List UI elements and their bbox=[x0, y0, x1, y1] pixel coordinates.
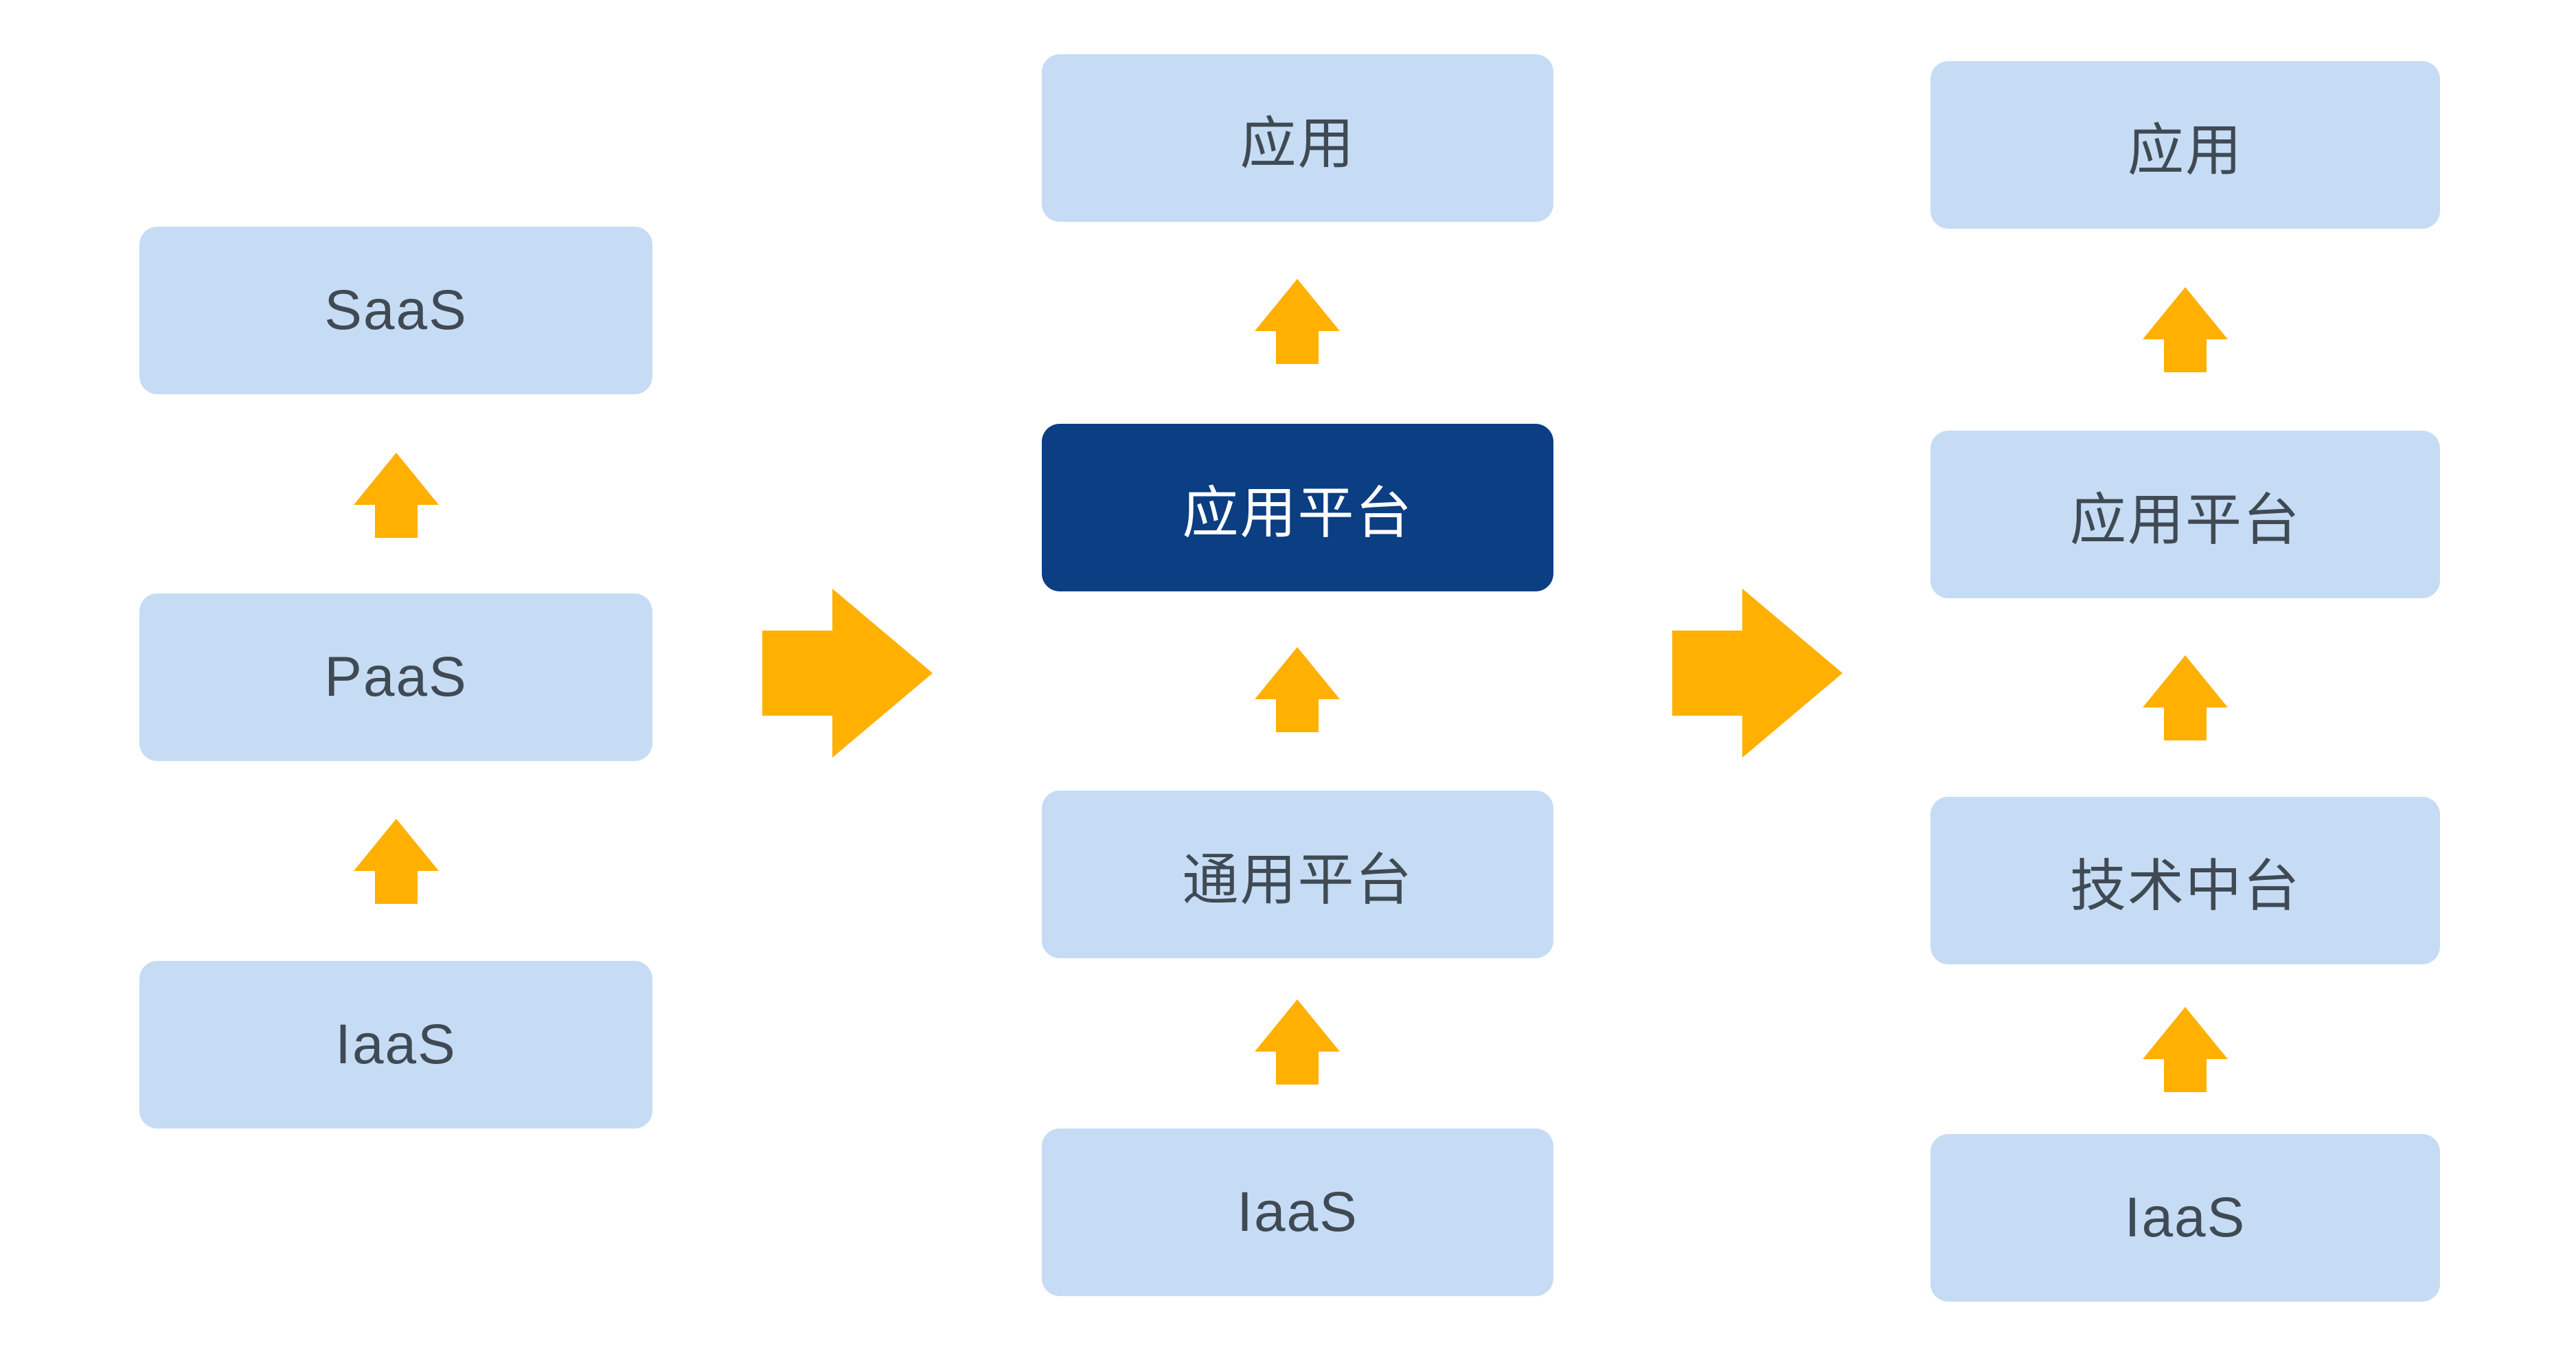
box-paas: PaaS bbox=[139, 593, 652, 761]
box-label: 应用平台 bbox=[2069, 488, 2301, 552]
box-app-platform-2: 应用平台 bbox=[1042, 424, 1553, 591]
box-iaas-1: IaaS bbox=[139, 961, 652, 1129]
up-arrow-icon bbox=[2143, 1007, 2228, 1092]
up-arrow-icon bbox=[354, 453, 439, 538]
up-arrow-icon bbox=[354, 819, 439, 904]
box-label: PaaS bbox=[324, 646, 468, 708]
box-app-2: 应用 bbox=[1042, 54, 1553, 222]
box-app-3: 应用 bbox=[1930, 61, 2440, 229]
box-iaas-2: IaaS bbox=[1042, 1129, 1553, 1296]
box-tech-middle-platform: 技术中台 bbox=[1930, 797, 2440, 964]
box-label: IaaS bbox=[335, 1013, 457, 1076]
right-arrow-icon bbox=[1672, 589, 1843, 758]
box-iaas-3: IaaS bbox=[1930, 1134, 2440, 1302]
up-arrow-icon bbox=[2143, 655, 2228, 740]
box-general-platform: 通用平台 bbox=[1042, 791, 1553, 958]
right-arrow-icon bbox=[762, 589, 933, 758]
box-label: SaaS bbox=[324, 279, 468, 341]
up-arrow-icon bbox=[2143, 287, 2228, 372]
box-label: IaaS bbox=[1237, 1181, 1358, 1243]
box-label: 应用 bbox=[2127, 119, 2243, 182]
box-label: IaaS bbox=[2124, 1186, 2246, 1249]
box-saas: SaaS bbox=[139, 227, 652, 394]
box-label: 通用平台 bbox=[1182, 848, 1413, 911]
box-label: 应用 bbox=[1240, 112, 1356, 175]
up-arrow-icon bbox=[1255, 647, 1340, 732]
up-arrow-icon bbox=[1255, 279, 1340, 364]
up-arrow-icon bbox=[1255, 999, 1340, 1085]
box-label: 技术中台 bbox=[2069, 854, 2301, 918]
box-label: 应用平台 bbox=[1182, 481, 1413, 545]
box-app-platform-3: 应用平台 bbox=[1930, 431, 2440, 598]
